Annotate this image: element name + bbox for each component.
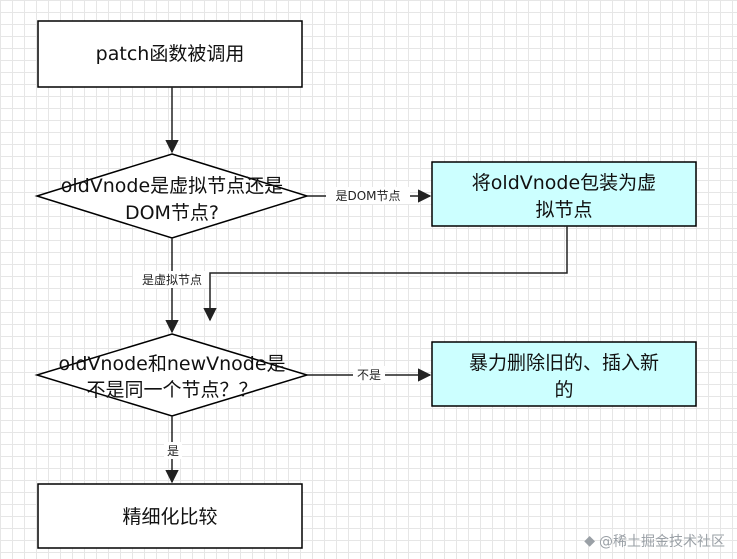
node-compare: 精细化比较	[37, 483, 303, 549]
node-decision2: oldVnode和newVnode是 不是同一个节点？？	[34, 333, 310, 417]
watermark: ◆ @稀土掘金技术社区	[584, 531, 725, 551]
node-decision2-line2: 不是同一个节点？？	[86, 379, 257, 401]
edge-wrap-to-decision2	[203, 226, 568, 322]
edge-dom: 是DOM节点	[307, 187, 432, 204]
edge-virtual: 是虚拟节点	[133, 238, 211, 334]
edge-same-label: 是	[167, 444, 179, 458]
edge-same: 是	[164, 416, 182, 484]
juejin-logo-icon: ◆	[584, 533, 595, 549]
node-wrap: 将oldVnode包装为虚 拟节点	[431, 161, 697, 227]
node-decision1: oldVnode是虚拟节点还是 DOM节点?	[34, 153, 310, 239]
edge-virtual-label: 是虚拟节点	[142, 273, 202, 287]
node-wrap-line1: 将oldVnode包装为虚	[472, 172, 656, 194]
node-replace-line2: 的	[554, 379, 573, 401]
node-replace-line1: 暴力删除旧的、插入新	[469, 352, 659, 374]
edge-dom-label: 是DOM节点	[335, 189, 400, 203]
watermark-text: @稀土掘金技术社区	[599, 534, 725, 550]
node-replace: 暴力删除旧的、插入新 的	[431, 341, 697, 407]
node-decision2-line1: oldVnode和newVnode是	[58, 353, 285, 375]
node-decision1-line2: DOM节点?	[125, 202, 219, 224]
node-patch-label: patch函数被调用	[96, 43, 245, 65]
node-wrap-line2: 拟节点	[535, 199, 592, 221]
node-decision1-line1: oldVnode是虚拟节点还是	[61, 175, 283, 197]
node-compare-label: 精细化比较	[122, 506, 217, 528]
edge-not-same: 不是	[307, 366, 432, 383]
node-patch: patch函数被调用	[37, 20, 303, 88]
edge-not-same-label: 不是	[357, 368, 381, 382]
